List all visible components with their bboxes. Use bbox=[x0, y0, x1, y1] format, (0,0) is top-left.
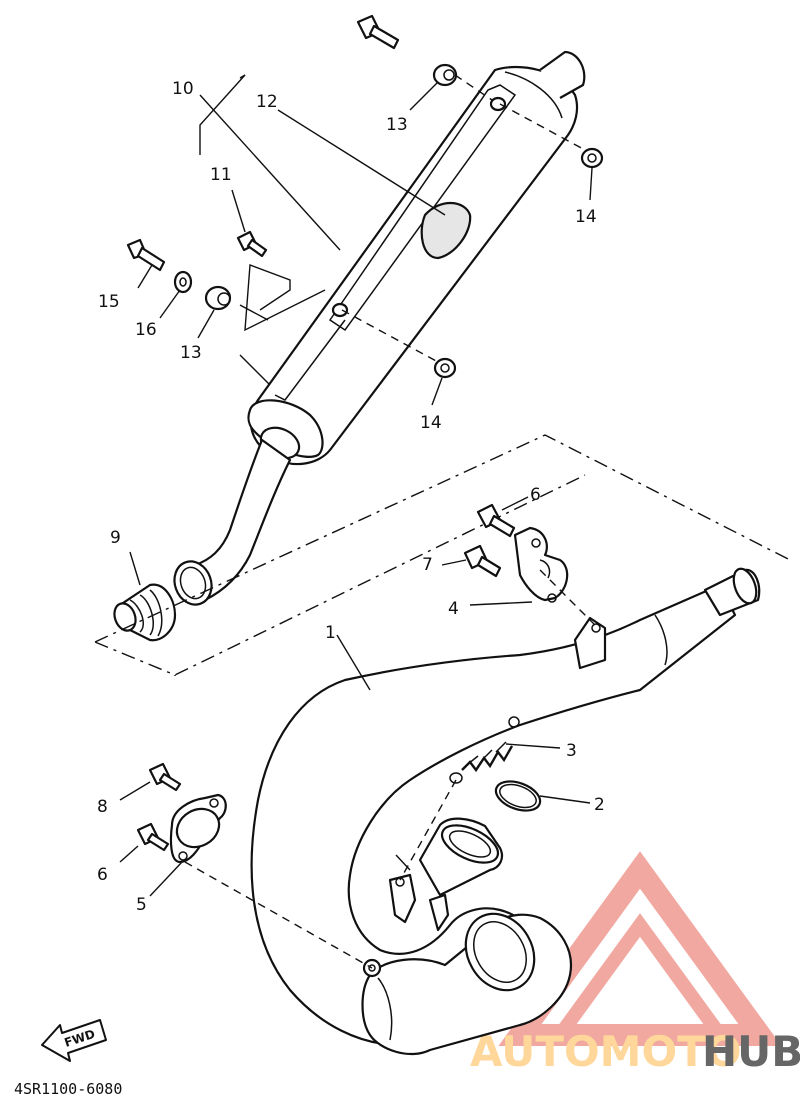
watermark-text-automoto: AUTOMOTO bbox=[470, 1027, 742, 1076]
group-frame bbox=[94, 434, 791, 676]
callout-14-lower: 14 bbox=[420, 413, 442, 433]
bolt-top bbox=[356, 14, 400, 50]
collar-upper bbox=[580, 147, 604, 169]
callout-1: 1 bbox=[325, 623, 336, 643]
bolt-8 bbox=[148, 762, 182, 792]
watermark-text-hub: HUB bbox=[702, 1027, 800, 1076]
callout-4: 4 bbox=[448, 599, 459, 619]
collar-lower bbox=[433, 357, 457, 379]
callout-10: 10 bbox=[172, 79, 194, 99]
callout-3: 3 bbox=[566, 741, 577, 761]
grommet-lower bbox=[204, 285, 232, 311]
bolt-7 bbox=[463, 544, 502, 578]
bolt-6-lower bbox=[136, 822, 170, 852]
callout-15: 15 bbox=[98, 292, 120, 312]
diagram-code: 4SR1100-6080 bbox=[14, 1080, 122, 1098]
exhaust-spring bbox=[449, 716, 520, 784]
muffler-front-flange bbox=[247, 399, 324, 458]
callout-12: 12 bbox=[256, 92, 278, 112]
callout-7: 7 bbox=[422, 555, 433, 575]
joint-sleeve bbox=[113, 583, 177, 642]
callout-16: 16 bbox=[135, 320, 157, 340]
callout-5: 5 bbox=[136, 895, 147, 915]
callout-11: 11 bbox=[210, 165, 232, 185]
callout-14-upper: 14 bbox=[575, 207, 597, 227]
screw-11 bbox=[236, 230, 268, 258]
fwd-arrow-icon: FWD bbox=[41, 1019, 107, 1062]
exhaust-mount-tab-lower bbox=[388, 873, 417, 924]
bolt-6-upper bbox=[476, 503, 516, 538]
muffler-damper-pad bbox=[420, 201, 472, 260]
callout-8: 8 bbox=[97, 797, 108, 817]
muffler-tip bbox=[539, 50, 586, 99]
callout-13-upper: 13 bbox=[386, 115, 408, 135]
exhaust-flange-plate bbox=[169, 793, 227, 864]
callout-9: 9 bbox=[110, 528, 121, 548]
exhaust-pipe bbox=[250, 567, 761, 1055]
watermark-triangle-icon bbox=[498, 851, 782, 1046]
strap-hole-upper bbox=[489, 96, 507, 112]
muffler-body bbox=[249, 66, 579, 466]
watermark-logo: AUTOMOTO HUB bbox=[470, 851, 800, 1076]
strap-hole-lower bbox=[331, 302, 349, 318]
callout-6-upper: 6 bbox=[530, 485, 541, 505]
exhaust-mount-tab-upper bbox=[573, 616, 607, 670]
exhaust-gasket-ring bbox=[494, 780, 542, 812]
callout-6-lower: 6 bbox=[97, 865, 108, 885]
callout-2: 2 bbox=[594, 795, 605, 815]
muffler-bracket bbox=[513, 526, 569, 603]
washer-16 bbox=[173, 270, 193, 294]
callout-13-lower: 13 bbox=[180, 343, 202, 363]
bolt-15 bbox=[126, 238, 166, 272]
muffler-assembly bbox=[173, 50, 586, 606]
